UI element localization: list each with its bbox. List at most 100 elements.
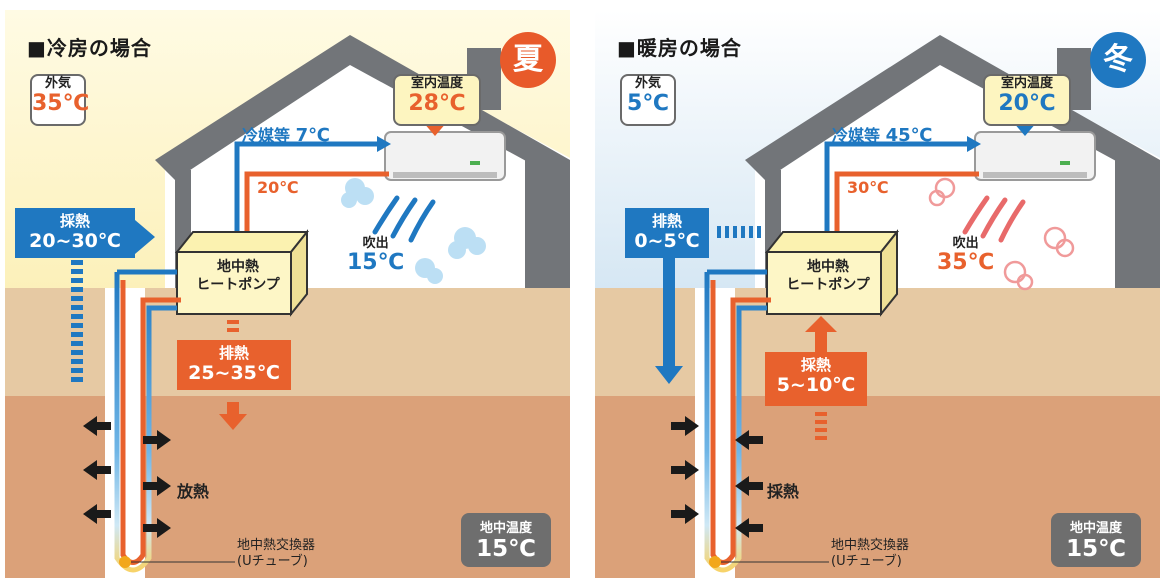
ground-temp-value: 15℃ xyxy=(1066,536,1126,562)
outlet-text: 吹出 xyxy=(952,236,979,251)
u-tube-bottom xyxy=(119,556,131,568)
indoor-temp-box: 室内温度 20℃ xyxy=(983,74,1071,126)
ground-temp-label: 地中温度 xyxy=(1069,521,1122,536)
exchanger-line2: (Uチューブ) xyxy=(831,554,902,569)
outside-air-temp: 35℃ xyxy=(32,91,90,116)
heat-intake-label: 採熱 xyxy=(59,212,90,230)
ac-led xyxy=(470,161,480,165)
exhaust-tag: 排熱 0~5℃ xyxy=(625,208,709,258)
heat-pump-top xyxy=(174,231,310,253)
heat-flow-dashes xyxy=(71,260,83,382)
heat-pump-label: 地中熱 ヒートポンプ xyxy=(177,258,299,294)
indoor-temp-label: 室内温度 xyxy=(1000,76,1053,91)
exhaust-tag: 排熱 25~35℃ xyxy=(177,340,291,390)
heat-intake-tag: 採熱 5~10℃ xyxy=(765,352,867,406)
exhaust-dashes xyxy=(717,226,761,238)
cool-air-puffs xyxy=(341,178,486,284)
refrigerant-temp: 45℃ xyxy=(885,125,933,146)
arrow-up-icon xyxy=(805,316,837,332)
airflow-line xyxy=(390,197,418,239)
exhaust-label: 排熱 xyxy=(218,344,249,362)
ground-temp-value: 15℃ xyxy=(476,536,536,562)
ac-vent xyxy=(393,172,497,178)
return-pipe xyxy=(834,171,979,236)
arrow-down-icon xyxy=(655,366,683,384)
refrigerant-temp: 7℃ xyxy=(295,125,330,146)
outside-air-label: 外気 xyxy=(634,76,661,91)
air-conditioner xyxy=(384,131,506,181)
exchanger-label: 地中熱交換器 (Uチューブ) xyxy=(831,538,909,570)
ground-temp-box: 地中温度 15℃ xyxy=(1051,513,1141,567)
airflow-line xyxy=(962,195,990,235)
heat-pump-label: 地中熱 ヒートポンプ xyxy=(767,258,889,294)
season-badge: 冬 xyxy=(1090,32,1146,88)
return-pipe xyxy=(244,171,389,236)
arrow-right-icon xyxy=(967,136,981,152)
exhaust-range: 25~35℃ xyxy=(188,362,280,384)
heat-intake-range: 5~10℃ xyxy=(776,374,856,396)
ground-temp-label: 地中温度 xyxy=(479,521,532,536)
house-wall-right xyxy=(1115,160,1160,300)
winter-scene xyxy=(595,10,1160,578)
outside-air-temp: 5℃ xyxy=(627,91,669,116)
heat-collection-arrows xyxy=(671,416,763,538)
exhaust-arrow-body xyxy=(663,258,675,368)
ac-led xyxy=(1060,161,1070,165)
heat-intake-label: 採熱 xyxy=(800,356,831,374)
airflow-line xyxy=(408,199,436,243)
season-badge: 夏 xyxy=(500,32,556,88)
outside-air-box: 外気 35℃ xyxy=(30,74,90,126)
heat-intake-range: 20~30℃ xyxy=(29,230,121,252)
indoor-temp-box: 室内温度 28℃ xyxy=(393,74,481,126)
outlet-temp: 35℃ xyxy=(937,250,995,275)
arrow-down-icon xyxy=(219,414,247,430)
refrigerant-text: 冷媒等 xyxy=(242,126,291,145)
refrigerant-pipe xyxy=(824,141,967,245)
outside-air-label: 外気 xyxy=(44,76,71,91)
exchanger-line1: 地中熱交換器 xyxy=(237,538,316,553)
ground-temp-box: 地中温度 15℃ xyxy=(461,513,551,567)
house-roof xyxy=(155,35,570,185)
heat-pump-box xyxy=(176,251,292,315)
exchanger-line1: 地中熱交換器 xyxy=(831,538,910,553)
arrow-right-icon xyxy=(377,136,391,152)
heat-release-arrows xyxy=(83,416,171,538)
u-tube xyxy=(114,272,177,573)
panel-title: ■暖房の場合 xyxy=(617,36,742,60)
heat-pump-line1: 地中熱 xyxy=(807,259,849,275)
heat-pump-top xyxy=(764,231,900,253)
air-conditioner xyxy=(974,131,1096,181)
exhaust-range: 0~5℃ xyxy=(634,230,700,252)
u-tube-bottom xyxy=(709,556,721,568)
house-wall-right xyxy=(525,160,570,300)
indoor-temp-value: 28℃ xyxy=(408,91,466,116)
refrigerant-label: 冷媒等 7℃ xyxy=(242,122,330,146)
outside-air-box: 外気 5℃ xyxy=(620,74,676,126)
exhaust-arrow-body xyxy=(227,402,239,416)
winter-panel: ■暖房の場合 冬 外気 5℃ 室内温度 20℃ 冷媒等 45℃ 30℃ 排熱 0… xyxy=(595,10,1160,578)
return-temp: 30℃ xyxy=(847,178,889,197)
airflow-line xyxy=(980,197,1008,239)
heat-pump-line2: ヒートポンプ xyxy=(196,277,280,293)
intake-arrow-body xyxy=(815,332,827,352)
heat-pump-line1: 地中熱 xyxy=(217,259,259,275)
arrow-right-icon xyxy=(135,220,155,254)
intake-dashes xyxy=(815,412,827,440)
outlet-label: 吹出 15℃ xyxy=(347,232,404,275)
exchanger-line2: (Uチューブ) xyxy=(237,554,308,569)
heat-pump-box xyxy=(766,251,882,315)
summer-scene xyxy=(5,10,570,578)
airflow-line xyxy=(998,199,1026,243)
exhaust-dashes xyxy=(227,320,239,332)
indoor-temp-value: 20℃ xyxy=(998,91,1056,116)
indoor-temp-label: 室内温度 xyxy=(410,76,463,91)
summer-panel: ■冷房の場合 夏 外気 35℃ 室内温度 28℃ 冷媒等 7℃ 20℃ 採熱 2… xyxy=(5,10,570,578)
ground-action-label: 放熱 xyxy=(177,482,210,501)
heat-pump-line2: ヒートポンプ xyxy=(786,277,870,293)
outlet-label: 吹出 35℃ xyxy=(937,232,994,275)
exhaust-label: 排熱 xyxy=(651,212,682,230)
return-temp: 20℃ xyxy=(257,178,299,197)
refrigerant-pipe xyxy=(234,141,377,245)
outlet-text: 吹出 xyxy=(362,236,389,251)
exchanger-label: 地中熱交換器 (Uチューブ) xyxy=(237,538,315,570)
